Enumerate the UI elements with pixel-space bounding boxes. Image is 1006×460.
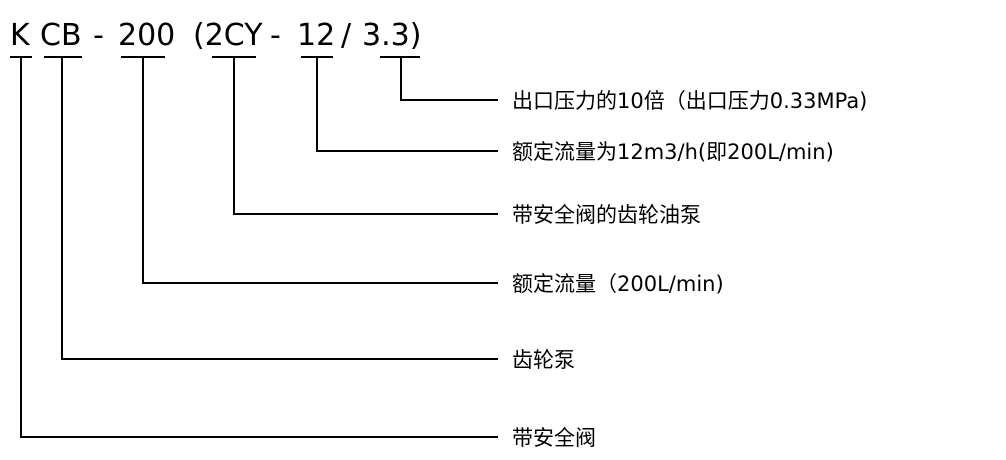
leader-safety-valve [20,57,498,438]
code-3-3: 3.3) [362,18,421,53]
desc-safety-valve: 带安全阀 [512,426,596,450]
leader-rated-flow [142,57,498,284]
desc-flow-rate: 额定流量为12m3/h(即200L/min) [512,140,834,164]
desc-rated-flow: 额定流量（200L/min) [512,272,724,296]
code-2cy: (2CY [193,18,263,53]
desc-pressure: 出口压力的10倍（出口压力0.33MPa) [512,89,867,113]
leader-pressure [400,57,498,101]
code-cb: CB [40,18,82,53]
leader-gear-oil-pump [233,57,498,215]
code-dash-1: - [93,18,104,53]
code-k: K [10,18,31,53]
leader-flow-rate [316,57,498,152]
desc-gear-oil-pump: 带安全阀的齿轮油泵 [512,203,701,227]
desc-gear-pump: 齿轮泵 [512,348,575,372]
code-dash-2: - [270,18,281,53]
code-12: 12 [297,18,335,53]
leader-gear-pump [61,57,498,360]
code-200: 200 [118,18,175,53]
code-slash: / [341,18,352,53]
